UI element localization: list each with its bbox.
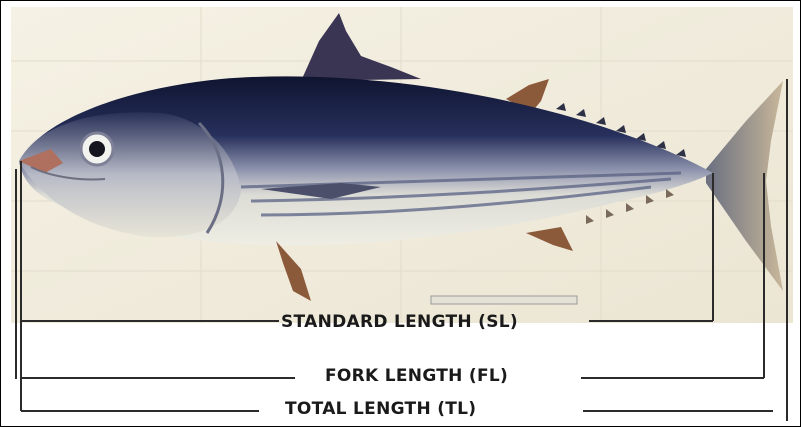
total-length-label: TOTAL LENGTH (TL) — [285, 399, 476, 419]
standard-length-label: STANDARD LENGTH (SL) — [281, 312, 518, 332]
fork-length-label: FORK LENGTH (FL) — [325, 366, 508, 386]
scale-bar — [431, 296, 577, 304]
pupil-icon — [89, 141, 105, 157]
